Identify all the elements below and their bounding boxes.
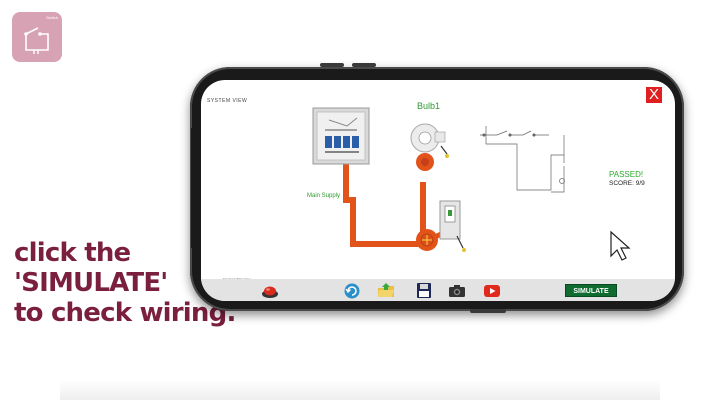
bulb-fixture[interactable] (410, 123, 449, 171)
camera-icon[interactable] (448, 282, 466, 299)
mouse-cursor-icon (610, 230, 631, 261)
main-supply-label: Main Supply (307, 193, 341, 199)
light-switch[interactable] (439, 200, 466, 252)
caption-line-1: click the (14, 238, 131, 268)
close-button[interactable]: X (645, 86, 663, 104)
save-icon[interactable] (415, 282, 433, 299)
app-screen: SYSTEM VIEW X Bulb1 Main Supply PASSED! … (201, 80, 675, 301)
phone-side-button (320, 63, 344, 67)
alarm-button-icon[interactable] (261, 282, 279, 299)
conduit-pipe (343, 162, 423, 247)
phone-side-button (470, 309, 506, 313)
screen-header: SYSTEM VIEW (207, 98, 248, 104)
main-supply-panel[interactable] (312, 107, 370, 165)
app-logo: Switch (12, 12, 62, 62)
schematic-diagram (480, 126, 565, 193)
shadow-strip (60, 380, 660, 400)
caption-line-3: to check wiring. (14, 298, 236, 328)
junction-box[interactable] (416, 229, 438, 251)
caption-line-2: 'SIMULATE' (14, 268, 168, 298)
phone-side-button (352, 63, 376, 67)
circuit-switch-icon (24, 27, 49, 54)
undo-icon[interactable] (343, 282, 361, 299)
bottom-toolbar: SIMULATE (201, 279, 675, 301)
result-status: PASSED! (609, 170, 644, 179)
youtube-icon[interactable] (483, 282, 501, 299)
open-folder-icon[interactable] (377, 282, 395, 299)
score-readout: SCORE: 9/9 (609, 180, 645, 187)
instruction-caption: click the 'SIMULATE' to check wiring. (14, 238, 254, 328)
logo-text: Switch (46, 15, 58, 20)
bulb-label: Bulb1 (417, 101, 441, 111)
simulate-button[interactable]: SIMULATE (565, 284, 617, 297)
wiring-canvas[interactable] (201, 80, 675, 280)
